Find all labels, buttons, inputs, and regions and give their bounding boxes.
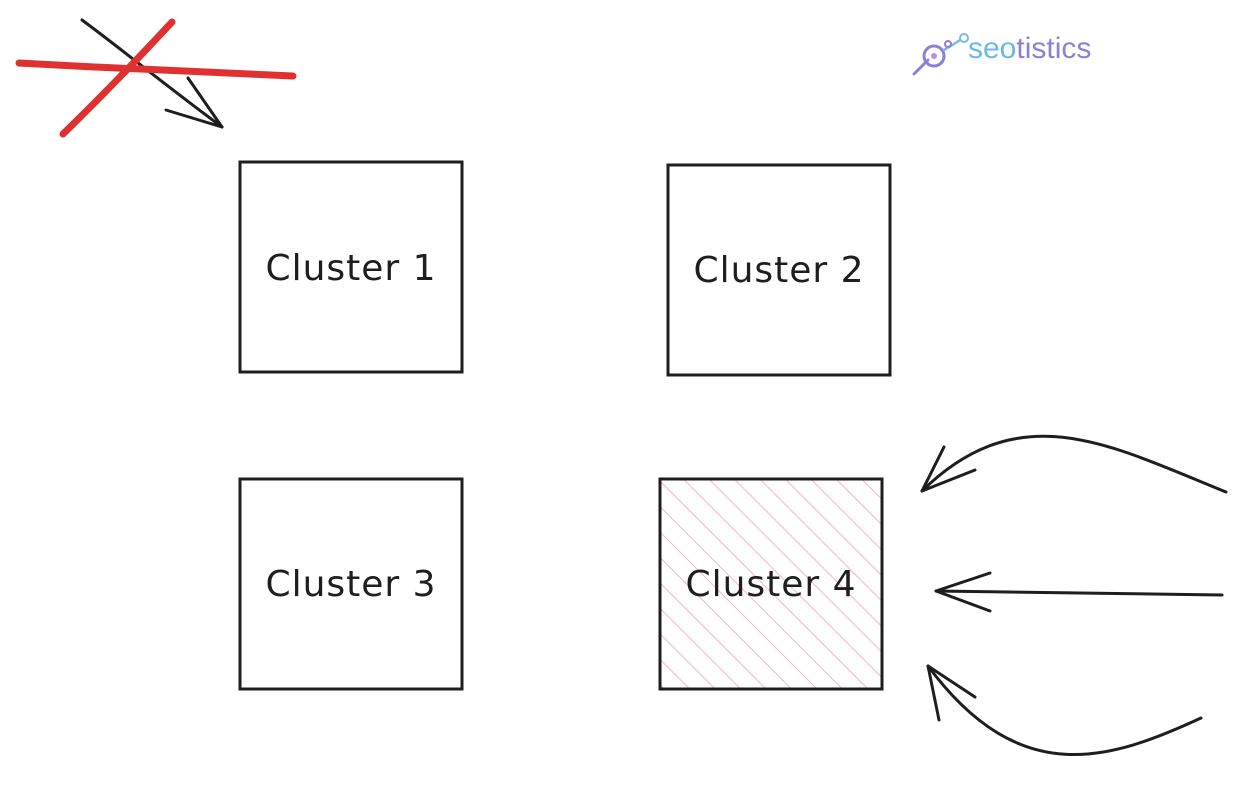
incoming-arrow-middle: [934, 571, 1224, 613]
logo-text-tistics: tistics: [1016, 32, 1092, 65]
incoming-arrow-top: [920, 434, 1228, 494]
logo-text: seotistics: [968, 34, 1091, 64]
crossed-out-arrow: [15, 18, 297, 138]
cluster-box-3: Cluster 3: [238, 477, 464, 691]
cluster-label-2: Cluster 2: [693, 250, 864, 291]
cluster-4-hatch-fill: [658, 477, 884, 691]
cluster-box-1: Cluster 1: [238, 160, 464, 374]
logo-text-seo: seo: [968, 32, 1017, 65]
cluster-box-4: Cluster 4: [658, 477, 884, 691]
arrow-head: [164, 76, 224, 129]
cluster-box-2: Cluster 2: [666, 163, 892, 377]
cross-line-diagonal: [59, 18, 176, 138]
cluster-label-4: Cluster 4: [685, 564, 856, 605]
seotistics-logo: seotistics: [906, 34, 1091, 64]
cross-line-horizontal: [15, 59, 297, 80]
cluster-label-1: Cluster 1: [265, 248, 436, 289]
seotistics-logo-icon: [912, 33, 969, 76]
incoming-arrow-bottom: [926, 664, 1203, 757]
cluster-label-3: Cluster 3: [265, 564, 436, 605]
